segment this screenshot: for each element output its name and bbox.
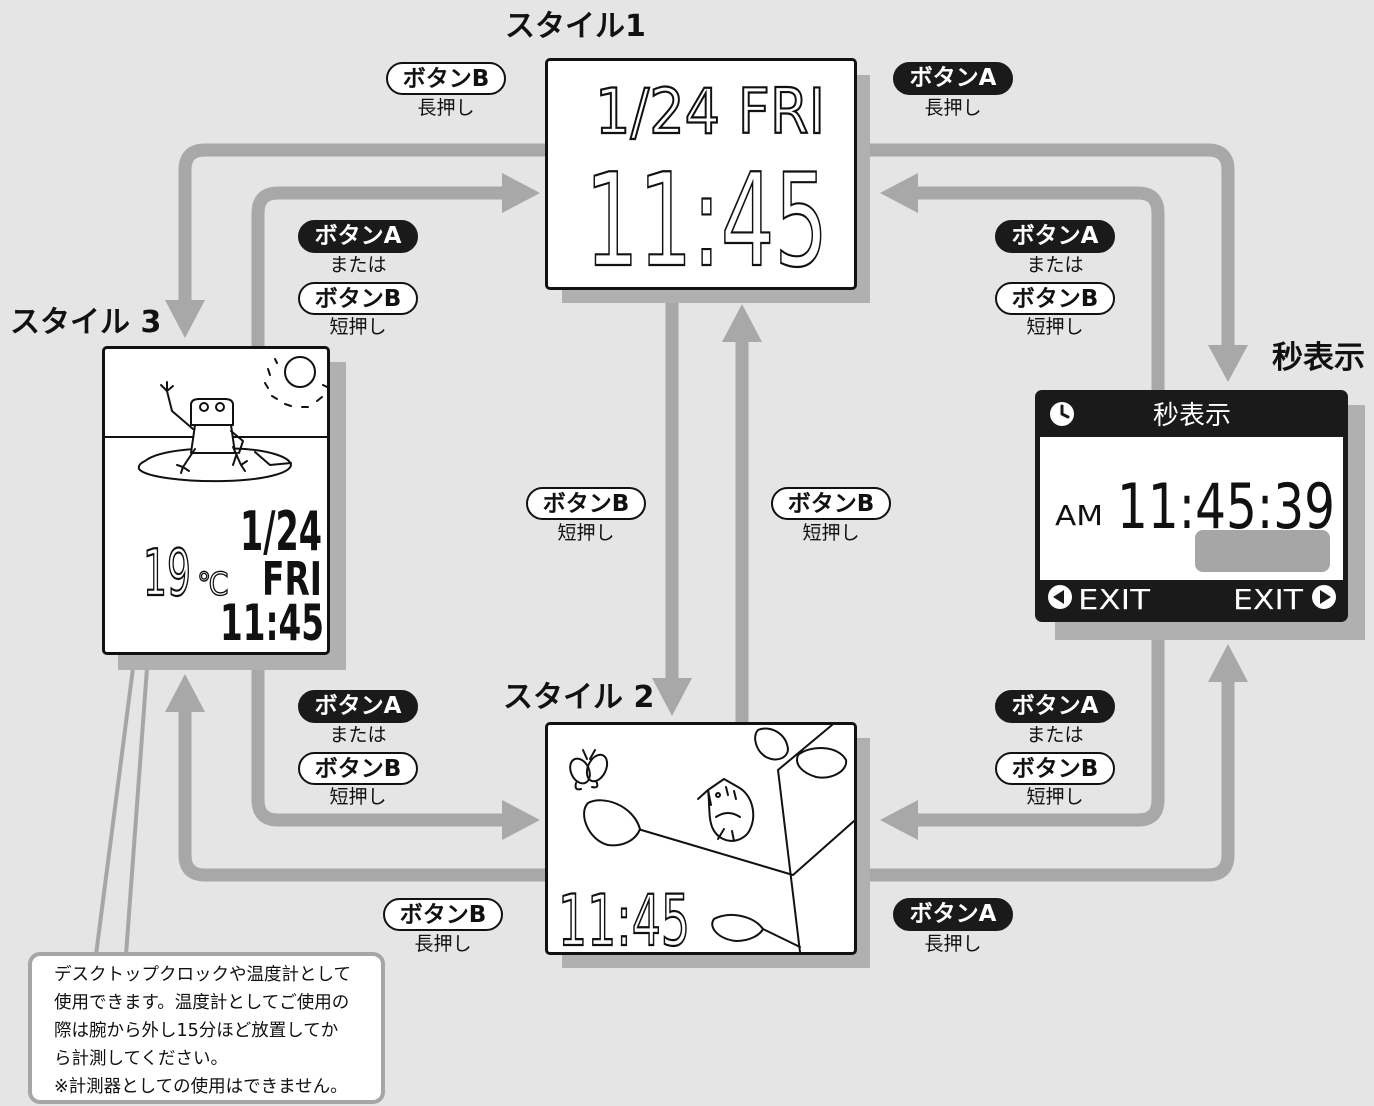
callout-pointer [94, 667, 149, 956]
label-style2-to-style1: ボタンB 短押し [769, 487, 893, 545]
label-seconds-to-style1: ボタンA または ボタンB 短押し [993, 220, 1117, 339]
style1-title: スタイル1 [505, 9, 646, 44]
clock-icon [1050, 402, 1074, 426]
exit-right-icon [1312, 585, 1336, 609]
press-type: 長押し [924, 933, 982, 955]
arrowhead-right-icon [502, 173, 540, 213]
press-type: 短押し [329, 316, 387, 338]
button-b-badge: ボタンB [386, 62, 506, 95]
arrow-style2-to-style3 [178, 710, 548, 882]
label-style1-to-style2: ボタンB 短押し [524, 487, 648, 545]
style3-date: 1/24 [240, 500, 322, 563]
seconds-display-header: 秒表示 [1153, 401, 1231, 431]
style3-time: 11:45 [220, 594, 324, 652]
note-line: 使用できます。温度計としてご使用の [54, 993, 350, 1013]
press-type: 短押し [1026, 786, 1084, 808]
arrowhead-up-icon [722, 304, 762, 342]
press-type: 短押し [802, 522, 860, 544]
press-type: 短押し [1026, 316, 1084, 338]
style1-date: 1/24 FRI [595, 75, 825, 148]
press-type: 長押し [417, 97, 475, 119]
label-style3-to-style2: ボタンA または ボタンB 短押し [296, 690, 420, 809]
label-style3-to-style1: ボタンA または ボタンB 短押し [296, 220, 420, 339]
label-style2-to-seconds: ボタンA 長押し [891, 898, 1015, 956]
seconds-display-title: 秒表示 [1272, 340, 1365, 376]
label-seconds-to-style2: ボタンA または ボタンB 短押し [993, 690, 1117, 809]
button-a-badge: ボタンA [995, 220, 1115, 253]
note-line: デスクトップクロックや温度計として [54, 965, 351, 985]
button-a-badge: ボタンA [893, 898, 1013, 931]
button-b-badge: ボタンB [383, 898, 503, 931]
exit-left-label: EXIT [1078, 583, 1151, 616]
frog-icon [160, 381, 248, 474]
arrow-seconds-to-style1 [916, 186, 1165, 392]
press-type: 長押し [414, 933, 472, 955]
button-b-badge: ボタンB [995, 282, 1115, 315]
arrowhead-down-icon [652, 678, 692, 716]
arrowhead-right-icon [502, 800, 540, 840]
style3-weekday: FRI [262, 552, 322, 606]
note-line: ※計測器としての使用はできません。 [54, 1077, 348, 1097]
button-b-badge: ボタンB [526, 487, 646, 520]
arrow-style2-to-seconds [868, 680, 1235, 882]
button-a-badge: ボタンA [893, 62, 1013, 95]
sun-icon [264, 356, 327, 408]
or-text: または [329, 254, 387, 276]
arrow-style3-to-style1 [251, 186, 504, 350]
arrowhead-left-icon [880, 800, 918, 840]
style3-title: スタイル 3 [10, 305, 162, 340]
style3-temperature: 19 [143, 537, 191, 611]
arrow-style1-to-seconds [857, 143, 1235, 347]
arrowhead-down-icon [1208, 345, 1248, 382]
style2-time: 11:45 [558, 880, 690, 952]
style1-screen: 1/24 FRI 11:45 [545, 58, 857, 290]
press-type: 長押し [924, 97, 982, 119]
exit-right-label: EXIT [1233, 583, 1304, 616]
seconds-display-gray-block [1195, 530, 1330, 572]
arrow-style3-to-style2 [251, 668, 504, 827]
arrowhead-left-icon [880, 173, 918, 213]
arrow-seconds-to-style2 [916, 638, 1165, 827]
or-text: または [1026, 724, 1084, 746]
label-style2-to-style3: ボタンB 長押し [381, 898, 505, 956]
branch-lines [637, 725, 854, 952]
seconds-display-screen: 秒表示 AM 11:45:39 EXIT EXIT [1035, 390, 1348, 622]
style2-screen: 11:45 [545, 722, 857, 955]
arrowhead-down-icon [165, 300, 205, 338]
button-b-badge: ボタンB [298, 752, 418, 785]
label-style1-to-seconds: ボタンA 長押し [891, 62, 1015, 120]
or-text: または [1026, 254, 1084, 276]
style3-temperature-unit: ℃ [197, 565, 229, 603]
leaf-icon [583, 727, 848, 948]
style2-title: スタイル 2 [503, 680, 655, 715]
button-b-badge: ボタンB [771, 487, 891, 520]
exit-left-icon [1048, 585, 1072, 609]
button-a-badge: ボタンA [995, 690, 1115, 723]
seconds-display-ampm: AM [1055, 499, 1103, 532]
note-line: 際は腕から外し15分ほど放置してか [54, 1021, 339, 1041]
button-b-badge: ボタンB [995, 752, 1115, 785]
butterfly-icon [569, 749, 609, 791]
note-line: ら計測してください。 [54, 1049, 228, 1069]
press-type: 短押し [329, 786, 387, 808]
style3-screen: 1/24 19 ℃ FRI 11:45 [102, 346, 330, 655]
button-a-badge: ボタンA [298, 690, 418, 723]
button-a-badge: ボタンA [298, 220, 418, 253]
style3-usage-note: デスクトップクロックや温度計として 使用できます。温度計としてご使用の 際は腕か… [28, 952, 385, 1104]
label-style1-to-style3: ボタンB 長押し [384, 62, 508, 120]
bird-icon [697, 778, 755, 842]
button-b-badge: ボタンB [298, 282, 418, 315]
arrow-style1-to-style3 [178, 143, 545, 302]
or-text: または [329, 724, 387, 746]
press-type: 短押し [557, 522, 615, 544]
style1-time: 11:45 [585, 147, 828, 287]
arrowhead-up-icon [165, 674, 205, 712]
arrowhead-up-icon [1208, 644, 1248, 682]
